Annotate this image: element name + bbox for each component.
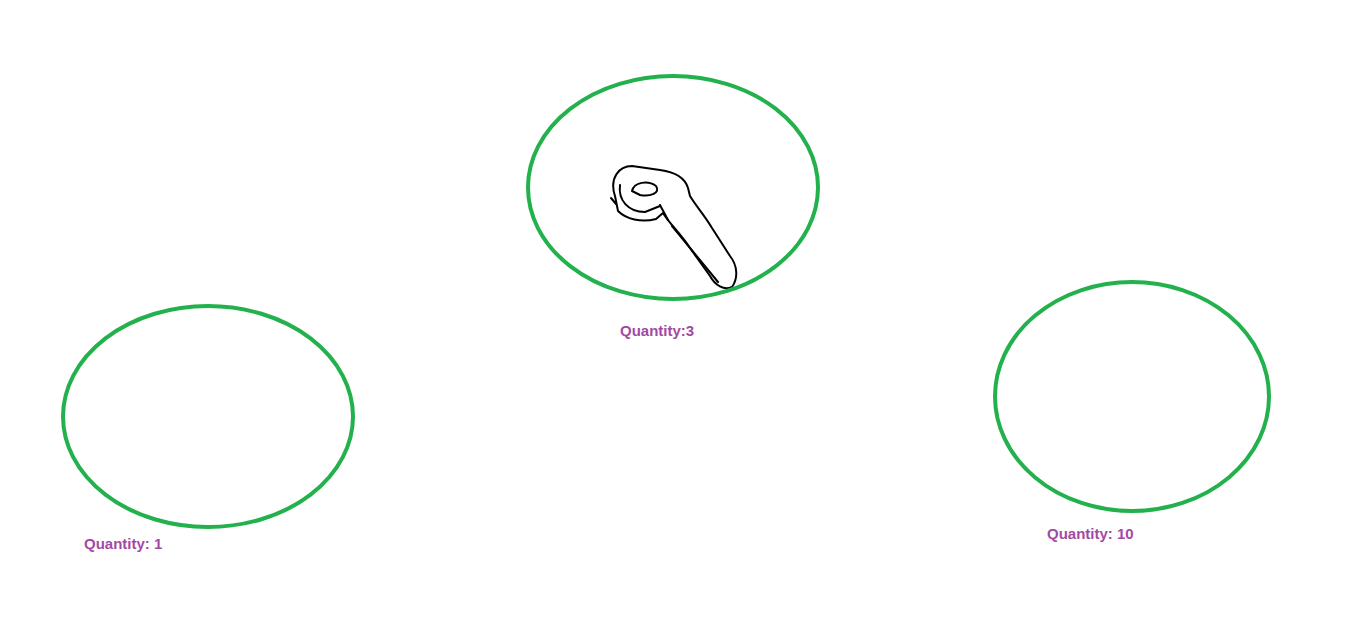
quantity-label: Quantity: 1 bbox=[84, 535, 162, 553]
quantity-ellipse: Quantity: 1 bbox=[61, 304, 355, 529]
ellipse-outline bbox=[993, 280, 1271, 513]
ellipse-outline bbox=[526, 74, 820, 301]
quantity-label: Quantity: 10 bbox=[1047, 525, 1134, 543]
quantity-ellipse: Quantity: 10 bbox=[993, 280, 1271, 513]
ellipse-outline bbox=[61, 304, 355, 529]
quantity-ellipse: Quantity:3 bbox=[526, 74, 820, 301]
quantity-label: Quantity:3 bbox=[620, 322, 694, 340]
